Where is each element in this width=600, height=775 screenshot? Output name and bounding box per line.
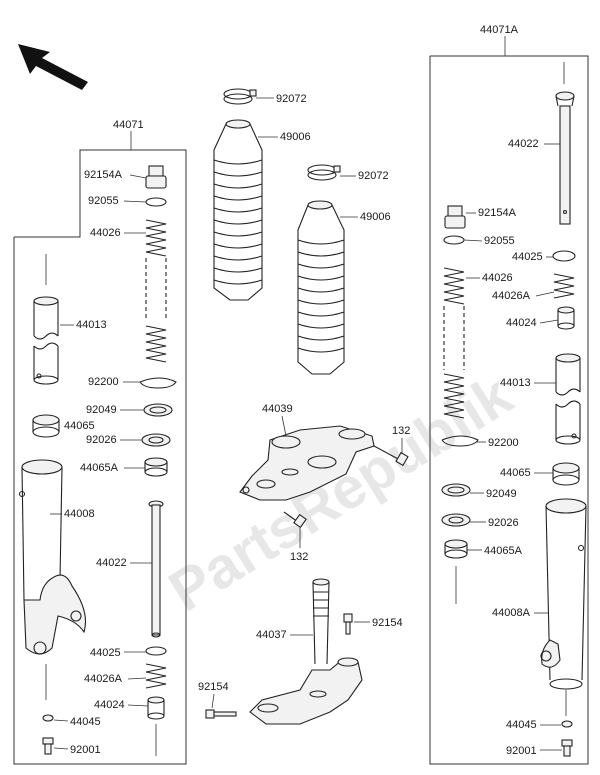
label-44025: 44025 <box>90 647 121 659</box>
label-92049: 92049 <box>86 404 117 416</box>
label-r-92200: 92200 <box>488 437 519 449</box>
group-label-left: 44071 <box>113 119 144 131</box>
part-r-rebound-spring <box>553 273 575 299</box>
label-r-44013: 44013 <box>500 377 531 389</box>
part-oil-lock <box>147 696 165 756</box>
label-92154-b: 92154 <box>198 681 229 693</box>
label-r-44026: 44026 <box>482 272 513 284</box>
label-44008: 44008 <box>64 508 95 520</box>
label-49006-a: 49006 <box>280 131 311 143</box>
label-44037: 44037 <box>256 629 287 641</box>
label-44065A: 44065A <box>80 462 119 474</box>
label-r-92154A: 92154A <box>478 207 517 219</box>
part-spacer-tube <box>33 254 59 385</box>
part-gasket <box>42 714 54 722</box>
label-92200: 92200 <box>88 376 119 388</box>
label-44022: 44022 <box>96 557 127 569</box>
part-bushing <box>32 414 60 438</box>
label-132-a: 132 <box>392 425 410 437</box>
label-92072-b: 92072 <box>358 170 389 182</box>
part-r-spacer-tube <box>555 353 581 445</box>
label-r-44065A: 44065A <box>484 545 523 557</box>
label-44065: 44065 <box>64 420 95 432</box>
part-r-damper-rod <box>555 62 575 225</box>
part-r-drain-bolt <box>561 739 573 757</box>
part-guide-bushing <box>144 457 168 477</box>
label-44045: 44045 <box>70 716 101 728</box>
part-r-o-ring <box>443 235 465 245</box>
part-r-outer-tube <box>540 498 587 716</box>
part-fork-spring <box>145 219 167 363</box>
part-r-oil-seal <box>441 483 471 497</box>
part-r-guide-bushing <box>444 539 468 604</box>
label-49006-b: 49006 <box>360 211 391 223</box>
part-fork-boot <box>213 119 263 301</box>
part-damper-rod <box>148 500 164 638</box>
label-r-44026A: 44026A <box>492 290 531 302</box>
part-r-clip <box>441 435 479 447</box>
part-upper-bracket <box>239 425 375 501</box>
part-washer <box>141 433 171 447</box>
part-drain-bolt <box>42 737 54 755</box>
label-44026A: 44026A <box>84 673 123 685</box>
part-r-ring <box>552 250 576 262</box>
part-bolt-92154-2 <box>205 709 237 719</box>
label-r-92049: 92049 <box>486 488 517 500</box>
part-bolt-132b <box>283 511 307 529</box>
label-44024: 44024 <box>94 699 125 711</box>
part-r-fork-spring <box>443 267 465 419</box>
label-r-44045: 44045 <box>506 719 537 731</box>
label-44026: 44026 <box>90 227 121 239</box>
part-bolt-92154 <box>343 613 353 635</box>
label-44039: 44039 <box>262 403 293 415</box>
label-92154: 92154 <box>372 617 403 629</box>
label-r-44025: 44025 <box>512 251 543 263</box>
part-r-bushing <box>552 462 580 486</box>
part-o-ring <box>145 197 167 207</box>
part-boot-clamp-2 <box>307 164 341 181</box>
label-92001: 92001 <box>70 744 101 756</box>
part-fork-boot-2 <box>297 200 345 375</box>
part-cap-bolt <box>145 165 167 189</box>
label-r-44065: 44065 <box>500 467 531 479</box>
label-92072-a: 92072 <box>276 93 307 105</box>
label-132-b: 132 <box>290 551 308 563</box>
part-rebound-spring <box>145 663 167 689</box>
label-r-44024: 44024 <box>506 317 537 329</box>
part-steering-stem <box>249 578 363 725</box>
part-outer-tube <box>18 459 87 700</box>
part-r-gasket <box>561 720 573 728</box>
label-r-92026: 92026 <box>488 517 519 529</box>
label-92026: 92026 <box>86 434 117 446</box>
part-oil-seal <box>143 403 173 417</box>
right-group-box <box>429 55 589 765</box>
part-bolt-132a <box>373 445 409 467</box>
label-r-44008A: 44008A <box>492 607 531 619</box>
left-group-box <box>13 149 187 765</box>
group-label-right: 44071A <box>480 24 519 36</box>
arrow-icon <box>18 44 88 90</box>
part-r-cap-bolt <box>444 205 466 229</box>
label-92154A: 92154A <box>84 169 123 181</box>
part-r-oil-lock <box>557 306 575 330</box>
part-boot-clamp <box>223 88 257 105</box>
part-ring <box>145 646 167 656</box>
label-r-92055: 92055 <box>484 235 515 247</box>
part-clip <box>139 377 177 389</box>
part-r-washer <box>441 513 471 527</box>
label-92055: 92055 <box>88 195 119 207</box>
label-r-44022: 44022 <box>508 138 539 150</box>
label-44013: 44013 <box>76 319 107 331</box>
label-r-92001: 92001 <box>506 745 537 757</box>
